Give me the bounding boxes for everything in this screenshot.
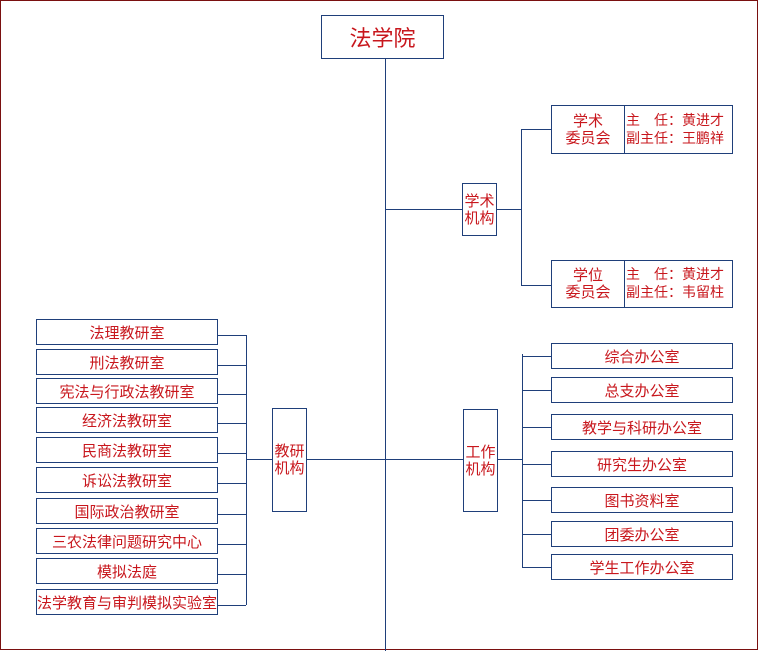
teaching-unit-label: 国际政治教研室 [74, 502, 180, 521]
role-person: 王鹏祥 [682, 130, 724, 147]
teaching-unit-tick [218, 453, 246, 454]
work-unit-label: 团委办公室 [604, 525, 680, 544]
role-title: 主 任： [626, 112, 682, 129]
teaching-unit-label: 模拟法庭 [96, 562, 157, 581]
teaching-unit: 宪法与行政法教研室 [36, 378, 218, 404]
committee-roles: 主 任： 黄进才 副主任： 韦留柱 [625, 261, 732, 307]
work-unit-label: 教学与科研办公室 [581, 418, 702, 437]
committee-roles: 主 任： 黄进才 副主任： 王鹏祥 [625, 106, 732, 153]
committee-name-line2: 委员会 [565, 283, 611, 301]
work-unit: 图书资料室 [551, 487, 733, 513]
teaching-unit-tick [218, 514, 246, 515]
teaching-unit-tick [218, 394, 246, 395]
teaching-bracket [246, 335, 247, 605]
academic-tick-2 [521, 285, 551, 286]
work-unit-tick [522, 427, 551, 428]
committee-name: 学术 委员会 [552, 106, 625, 153]
committee-name: 学位 委员会 [552, 261, 625, 307]
committee-name-line2: 委员会 [565, 128, 611, 147]
root-label: 法学院 [349, 27, 416, 52]
work-unit-tick [522, 534, 551, 535]
work-unit-tick [522, 464, 551, 465]
teaching-unit: 法学教育与审判模拟实验室 [36, 589, 218, 615]
work-unit: 团委办公室 [551, 521, 733, 547]
teaching-unit-label: 宪法与行政法教研室 [59, 382, 195, 401]
academic-out-line [497, 209, 522, 210]
work-connector [385, 459, 463, 460]
work-unit: 总支办公室 [551, 377, 733, 403]
work-unit-label: 图书资料室 [604, 491, 680, 510]
role-person: 黄进才 [682, 267, 724, 283]
teaching-unit: 模拟法庭 [36, 558, 218, 584]
role-row: 副主任： 韦留柱 [626, 284, 732, 302]
work-label-1: 工作 [465, 442, 496, 461]
teaching-unit-tick [218, 574, 246, 575]
teaching-unit: 三农法律问题研究中心 [36, 528, 218, 554]
work-bracket [522, 354, 523, 568]
teaching-unit-label: 刑法教研室 [89, 353, 165, 372]
trunk-line [385, 59, 386, 651]
role-title: 主 任： [626, 267, 682, 283]
work-unit-tick [522, 567, 551, 568]
committee-academic: 学术 委员会 主 任： 黄进才 副主任： 王鹏祥 [551, 105, 733, 154]
academic-label-1: 学术 [464, 191, 495, 210]
work-unit-tick [522, 390, 551, 391]
work-label-2: 机构 [465, 459, 496, 478]
teaching-connector [306, 459, 385, 460]
academic-bracket [521, 129, 522, 286]
teaching-node: 教研 机构 [272, 408, 307, 512]
teaching-unit-tick [218, 335, 246, 336]
teaching-unit: 法理教研室 [36, 319, 218, 345]
work-unit: 研究生办公室 [551, 451, 733, 477]
committee-degree: 学位 委员会 主 任： 黄进才 副主任： 韦留柱 [551, 260, 733, 308]
role-row: 副主任： 王鹏祥 [626, 130, 732, 148]
teaching-unit: 国际政治教研室 [36, 498, 218, 524]
work-unit: 学生工作办公室 [551, 554, 733, 580]
teaching-unit-label: 经济法教研室 [81, 411, 172, 430]
work-unit-tick [522, 500, 551, 501]
work-node: 工作 机构 [463, 409, 498, 512]
work-unit-label: 学生工作办公室 [589, 558, 695, 577]
teaching-out-line [246, 459, 272, 460]
teaching-unit: 诉讼法教研室 [36, 467, 218, 493]
teaching-unit-label: 诉讼法教研室 [81, 471, 172, 490]
role-person: 韦留柱 [682, 285, 724, 301]
teaching-unit-label: 法理教研室 [89, 323, 165, 342]
teaching-unit: 刑法教研室 [36, 349, 218, 375]
committee-name-line1: 学位 [572, 266, 603, 284]
teaching-unit: 经济法教研室 [36, 407, 218, 433]
work-unit-label: 综合办公室 [604, 347, 680, 366]
teaching-unit-tick [218, 605, 246, 606]
academic-connector [385, 209, 462, 210]
work-out-line [498, 459, 523, 460]
role-person: 黄进才 [682, 112, 724, 129]
teaching-unit-label: 三农法律问题研究中心 [51, 532, 202, 551]
work-unit-tick [522, 356, 551, 357]
teaching-unit: 民商法教研室 [36, 437, 218, 463]
role-row: 主 任： 黄进才 [626, 266, 732, 284]
work-unit-label: 总支办公室 [604, 381, 680, 400]
work-unit: 教学与科研办公室 [551, 414, 733, 440]
academic-node: 学术 机构 [462, 183, 497, 236]
teaching-unit-tick [218, 423, 246, 424]
teaching-unit-tick [218, 544, 246, 545]
role-title: 副主任： [626, 285, 682, 301]
academic-label-2: 机构 [464, 208, 495, 227]
teaching-unit-tick [218, 483, 246, 484]
work-unit-label: 研究生办公室 [596, 455, 687, 474]
root-node: 法学院 [321, 15, 444, 59]
committee-name-line1: 学术 [572, 111, 603, 130]
teaching-unit-label: 法学教育与审判模拟实验室 [37, 593, 218, 612]
teaching-unit-tick [218, 365, 246, 366]
work-unit: 综合办公室 [551, 343, 733, 369]
role-row: 主 任： 黄进才 [626, 112, 732, 130]
teaching-unit-label: 民商法教研室 [81, 441, 172, 460]
teaching-label-1: 教研 [274, 442, 305, 460]
role-title: 副主任： [626, 130, 682, 147]
teaching-label-2: 机构 [274, 459, 305, 477]
academic-tick-1 [521, 129, 551, 130]
